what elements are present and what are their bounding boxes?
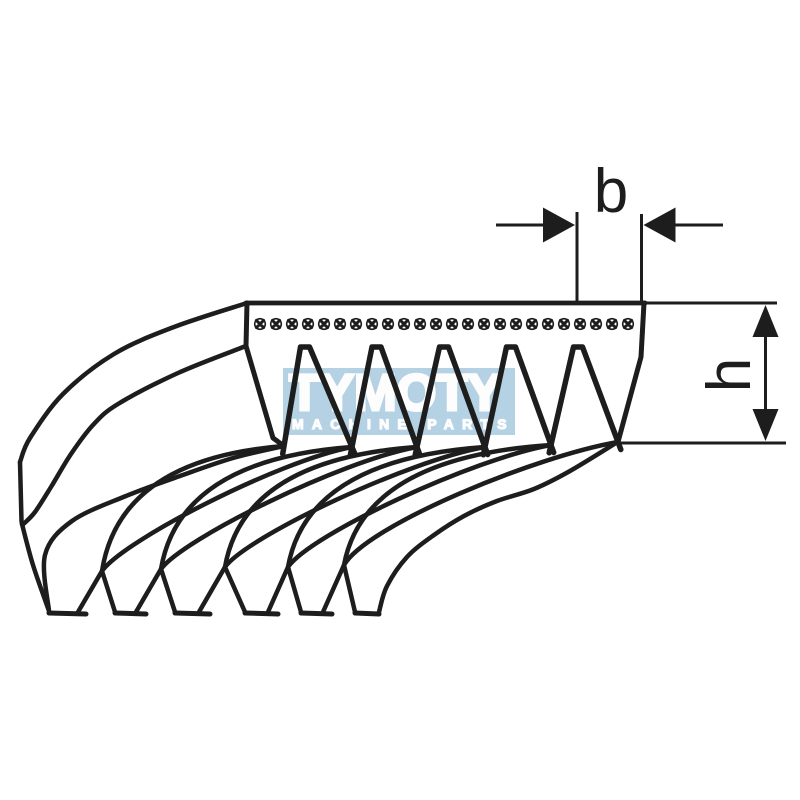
svg-text:b: b [594,157,628,226]
svg-text:h: h [695,358,764,392]
